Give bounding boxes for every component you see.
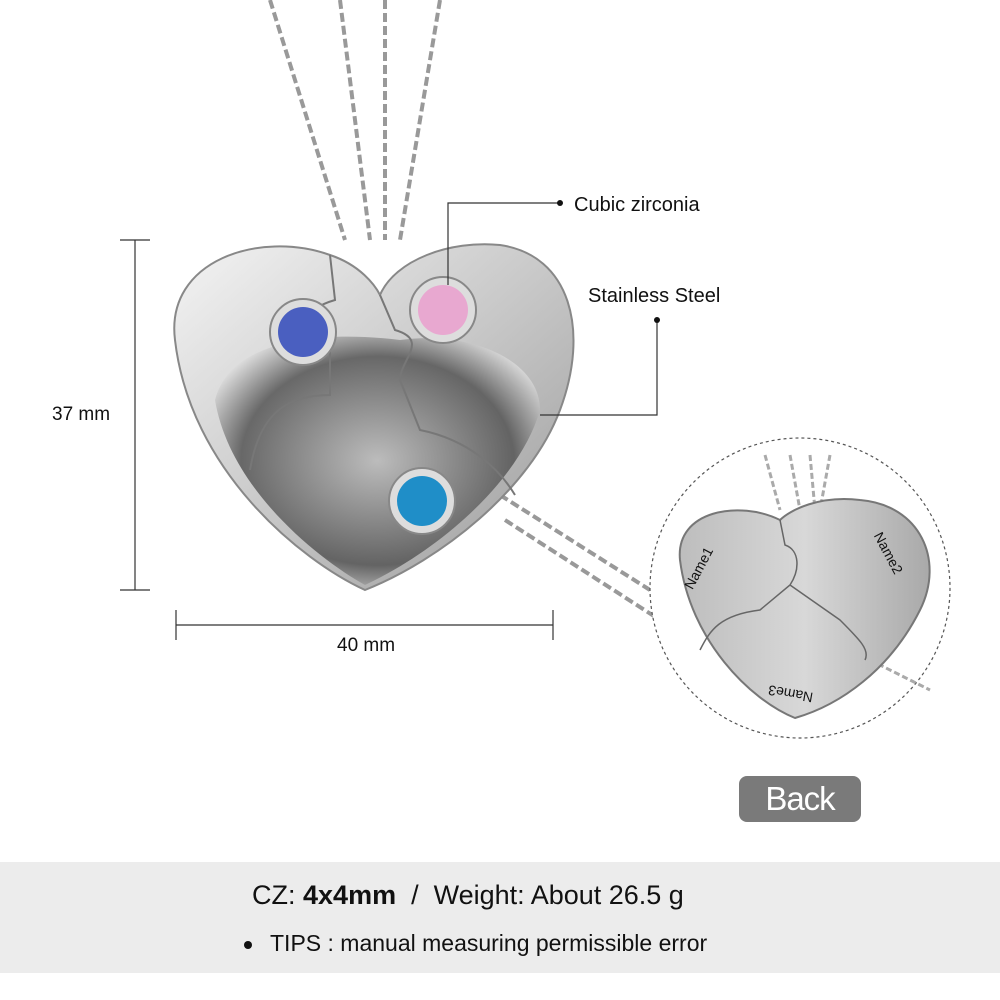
dimension-lines [120,239,554,640]
callout-steel-line [540,320,658,416]
cz-label: CZ: [252,880,296,910]
bullet-icon [244,940,252,949]
callout-cubic-zirconia: Cubic zirconia [574,194,700,216]
weight: Weight: About 26.5 g [433,880,684,910]
tips-text: TIPS : manual measuring permissible erro… [270,930,708,956]
height-dimension: 37 mm [52,404,111,425]
heart-pendant-back [678,498,931,720]
back-button[interactable]: Back [739,776,861,822]
chains [268,0,662,622]
gem-aqua [397,476,447,526]
spec-separator: / [411,880,419,910]
callout-stainless-steel: Stainless Steel [588,285,721,307]
cz-value: 4x4mm [303,880,397,910]
spec-line: CZ: 4x4mm / Weight: About 26.5 g [252,880,684,911]
gem-pink [418,285,468,335]
callout-gem-line [447,202,560,285]
gem-blue [278,307,328,357]
width-dimension: 40 mm [337,635,396,656]
spec-band [0,862,1000,973]
tips-line: TIPS : manual measuring permissible erro… [244,930,707,957]
